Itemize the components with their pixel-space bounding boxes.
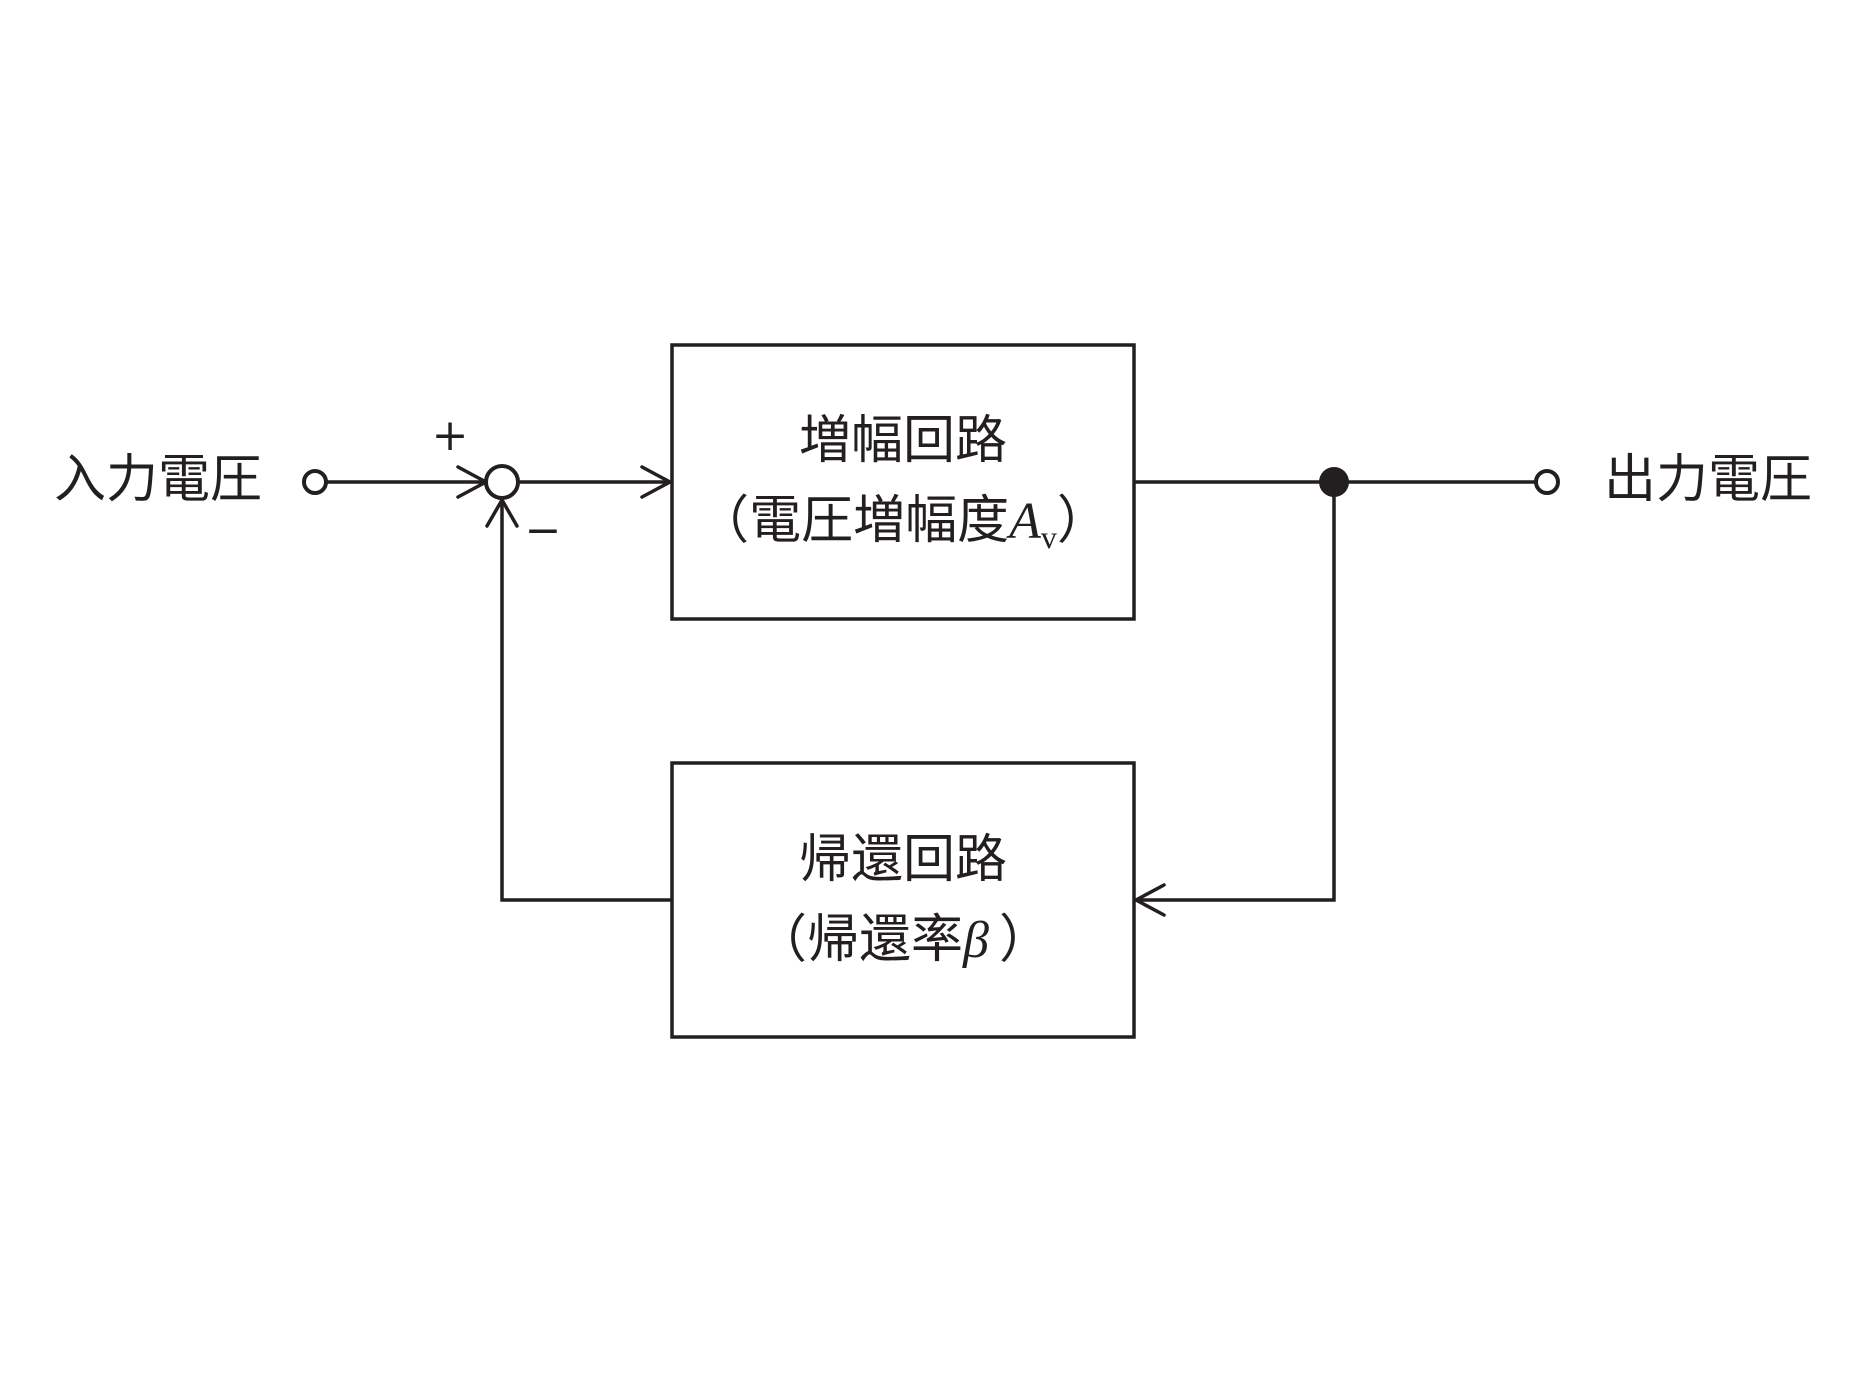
amplifier-gain-subscript: v [1041, 519, 1057, 555]
amplifier-title: 増幅回路 [799, 411, 1007, 471]
feedback-ratio-symbol: β [962, 912, 989, 969]
feedback-caption-line: （帰還率β） [755, 910, 1051, 970]
amplifier-caption: 電圧増幅度 [749, 491, 1009, 551]
amplifier-paren-open: （ [697, 491, 749, 551]
output-voltage-label: 出力電圧 [1604, 450, 1812, 510]
input-terminal [302, 469, 328, 495]
output-terminal [1534, 469, 1560, 495]
feedback-output-wire [500, 500, 672, 902]
amplifier-caption-line: （電圧増幅度Av） [697, 491, 1109, 555]
feedback-paren-open: （ [755, 910, 807, 970]
feedback-caption: 帰還率 [807, 910, 963, 970]
minus-sign: − [525, 505, 562, 556]
summing-point [484, 464, 520, 500]
forward-arrowhead [640, 465, 672, 499]
input-voltage-label: 入力電圧 [54, 450, 262, 510]
feedback-block [670, 761, 1136, 1039]
amplifier-block [670, 343, 1136, 621]
feedback-return-wire [1136, 482, 1336, 902]
amplifier-gain-symbol: A [1006, 493, 1041, 550]
feedback-sum-arrowhead [485, 498, 519, 528]
feedback-input-arrowhead [1134, 883, 1166, 917]
amplifier-paren-close: ） [1057, 491, 1109, 551]
feedback-title: 帰還回路 [799, 830, 1007, 890]
feedback-paren-close: ） [999, 910, 1051, 970]
plus-sign: + [432, 410, 469, 461]
